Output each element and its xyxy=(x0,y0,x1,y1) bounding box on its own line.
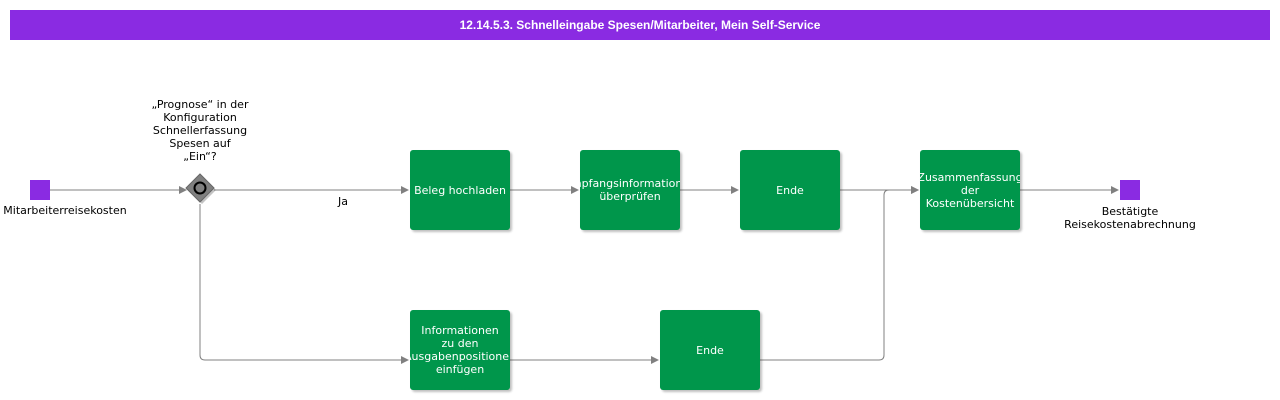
start-event-label: Mitarbeiterreisekosten xyxy=(3,204,127,217)
diagram-title: 12.14.5.3. Schnelleingabe Spesen/Mitarbe… xyxy=(10,10,1270,40)
start-event[interactable] xyxy=(30,180,50,200)
end-event-label: Bestätigte Reisekostenabrechnung xyxy=(1064,205,1196,231)
gateway-yes-label: Ja xyxy=(338,195,348,208)
task-end-top[interactable]: Ende xyxy=(740,150,840,230)
task-upload-receipt[interactable]: Beleg hochladen xyxy=(410,150,510,230)
exclusive-gateway xyxy=(185,173,216,204)
circle-icon xyxy=(193,181,207,195)
task-add-expense-info[interactable]: Informationen zu den Ausgabenpositionen … xyxy=(410,310,510,390)
task-end-bottom[interactable]: Ende xyxy=(660,310,760,390)
task-check-receipt-info[interactable]: Empfangsinformationen überprüfen xyxy=(580,150,680,230)
edge-end-bottom-to-summary xyxy=(760,186,919,361)
task-cost-summary[interactable]: Zusammenfassung der Kostenübersicht xyxy=(920,150,1020,230)
edge-gateway-to-add-info xyxy=(199,204,409,364)
end-event[interactable] xyxy=(1120,180,1140,200)
gateway-question: „Prognose“ in der Konfiguration Schnelle… xyxy=(151,98,249,163)
